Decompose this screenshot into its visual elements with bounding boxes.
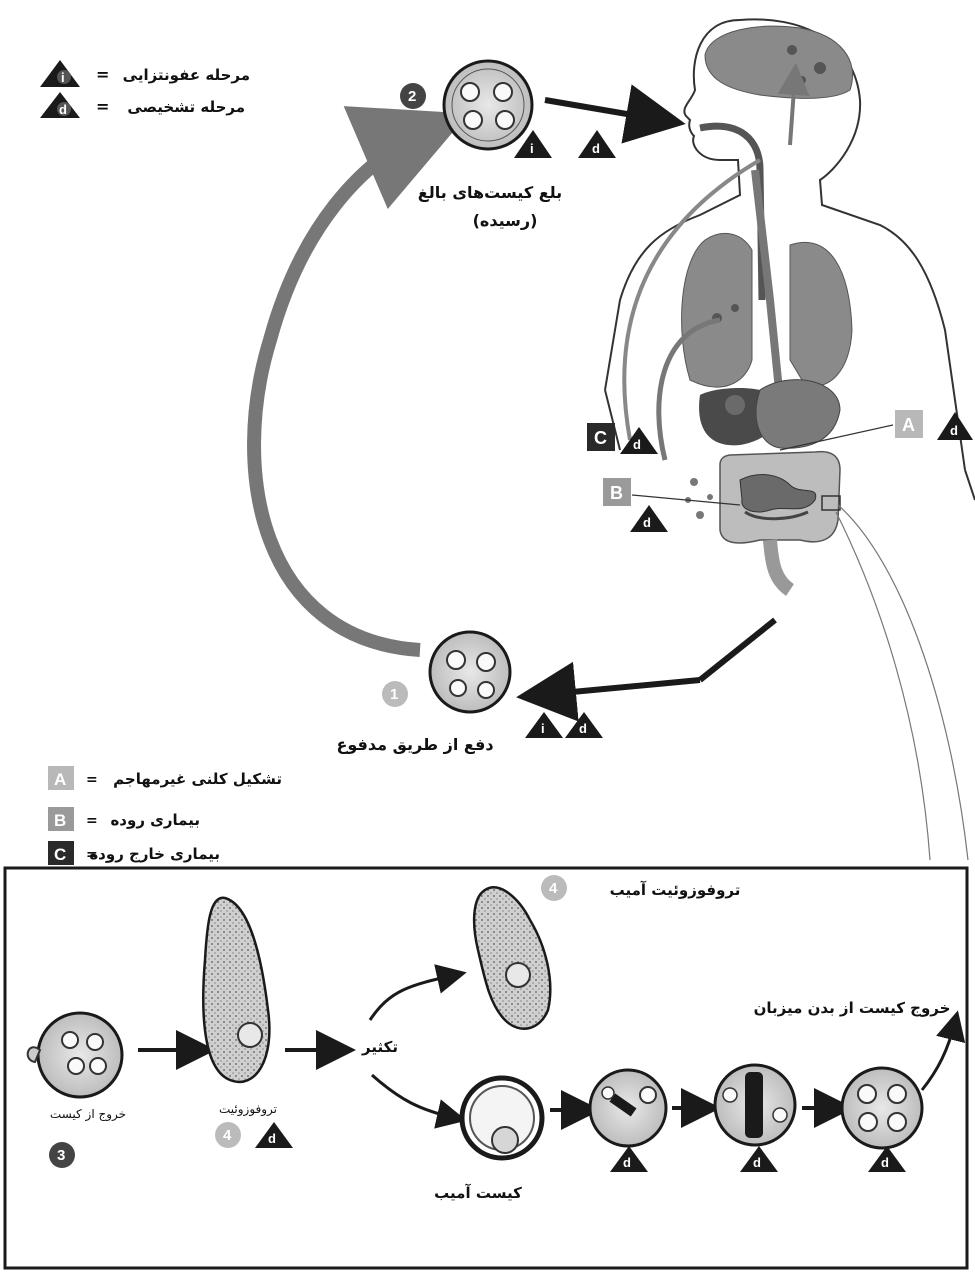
brain bbox=[705, 26, 853, 98]
svg-text:C: C bbox=[594, 428, 607, 448]
left-lung bbox=[682, 233, 752, 387]
step1-stage-icons: i d bbox=[525, 712, 603, 738]
svg-text:d: d bbox=[633, 437, 641, 452]
svg-text:A: A bbox=[54, 770, 66, 789]
svg-text:d: d bbox=[592, 141, 600, 156]
multiplication-label: تکثیر bbox=[361, 1038, 398, 1056]
svg-text:d: d bbox=[950, 423, 958, 438]
step2-label-line2: (رسیده) bbox=[473, 211, 538, 230]
legend-equals-1: = bbox=[96, 65, 109, 84]
quadrinucleate-cyst bbox=[842, 1068, 922, 1148]
step1-number: 1 bbox=[390, 686, 398, 703]
excysting-cyst bbox=[28, 1013, 122, 1097]
site-label-C: C d bbox=[587, 423, 658, 454]
svg-text:d: d bbox=[623, 1155, 631, 1170]
svg-text:=: = bbox=[86, 813, 98, 829]
legend-equals-2: = bbox=[96, 97, 109, 116]
svg-text:B: B bbox=[54, 811, 66, 830]
step3-number: 3 bbox=[57, 1147, 65, 1164]
svg-text:i: i bbox=[541, 721, 545, 736]
svg-text:d: d bbox=[881, 1155, 889, 1170]
svg-text:d: d bbox=[643, 515, 651, 530]
diagnostic-stage-label: مرحله تشخیصی bbox=[127, 98, 245, 116]
uninucleate-cyst bbox=[590, 1070, 666, 1146]
ingestion-arrow bbox=[545, 100, 662, 120]
binucleate-cyst bbox=[715, 1065, 795, 1145]
svg-text:i: i bbox=[530, 141, 534, 156]
legend-bottom: A = تشکیل کلنی غیرمهاجم B = بیماری روده … bbox=[48, 766, 282, 865]
trophozoite-cell bbox=[203, 898, 269, 1082]
svg-text:=: = bbox=[86, 772, 98, 788]
trophozoite-label: تروفوزوئیت bbox=[219, 1102, 277, 1117]
infectious-symbol: i bbox=[61, 70, 65, 85]
svg-text:C: C bbox=[54, 845, 66, 864]
step1-cyst bbox=[430, 632, 510, 712]
human-body-illustration bbox=[605, 19, 975, 860]
legend-infectious: i = مرحله عفونتزایی bbox=[40, 60, 250, 87]
right-lung bbox=[790, 242, 852, 386]
step4-number-upper: 4 bbox=[549, 880, 558, 897]
step4-number-lower: 4 bbox=[223, 1127, 232, 1144]
amoeba-trophozoite-label: تروفوزوئیت آمیب bbox=[610, 881, 741, 899]
svg-text:d: d bbox=[579, 721, 587, 736]
legend-B-label: بیماری روده bbox=[110, 811, 200, 829]
stomach bbox=[756, 380, 840, 449]
step2-number: 2 bbox=[408, 88, 416, 105]
svg-text:d: d bbox=[753, 1155, 761, 1170]
excretion-arrow bbox=[700, 620, 775, 680]
diagnostic-symbol: d bbox=[59, 102, 67, 117]
legend-A-label: تشکیل کلنی غیرمهاجم bbox=[113, 770, 282, 788]
step1-label: دفع از طریق مدفوع bbox=[336, 735, 493, 754]
cycle-arrow bbox=[254, 130, 430, 650]
amoeba-trophozoite-cell bbox=[474, 887, 550, 1028]
svg-text:d: d bbox=[268, 1131, 276, 1146]
amoeba-cyst-label: کیست آمیب bbox=[434, 1184, 522, 1202]
excystation-label: خروج از کیست bbox=[50, 1107, 126, 1122]
infectious-stage-label: مرحله عفونتزایی bbox=[123, 66, 250, 84]
exit-host-label: خروج کیست از بدن میزبان bbox=[754, 999, 951, 1017]
svg-text:A: A bbox=[902, 415, 915, 435]
legend-C-label: بیماری خارج روده bbox=[89, 845, 220, 863]
precyst bbox=[462, 1078, 542, 1158]
step2-mature-cyst bbox=[444, 61, 532, 149]
legend-diagnostic: d = مرحله تشخیصی bbox=[40, 92, 245, 118]
step2-stage-icons: i d bbox=[514, 130, 616, 158]
step2-label-line1: بلع کیست‌های بالغ bbox=[418, 183, 562, 202]
svg-text:B: B bbox=[610, 483, 623, 503]
